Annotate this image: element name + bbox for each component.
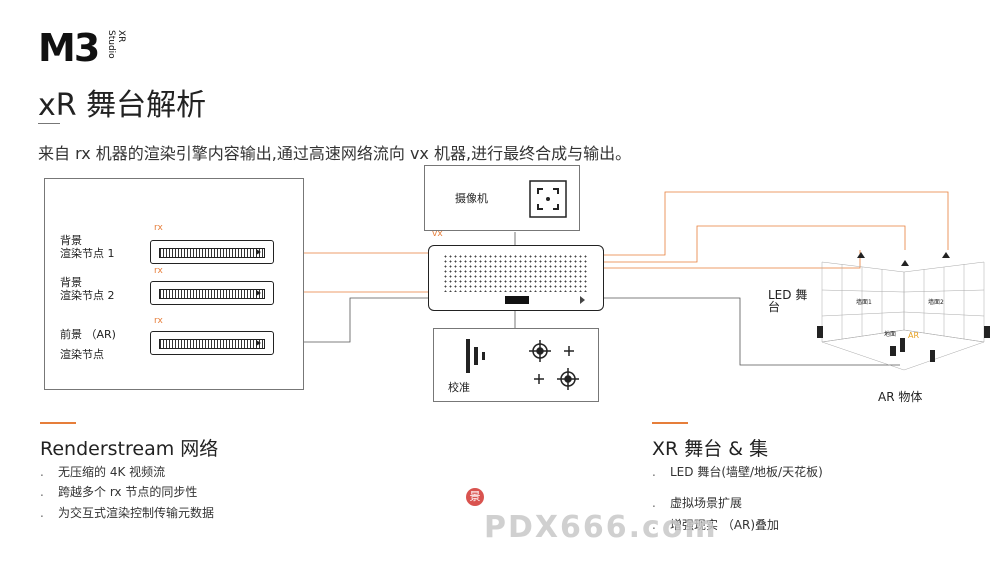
renderstream-item-2: .跨越多个 rx 节点的同步性 — [40, 485, 198, 499]
renderstream-rule — [40, 422, 76, 424]
watermark-brand: PDX666.com — [484, 510, 718, 545]
wall2-label: 墙面2 — [928, 299, 944, 306]
renderstream-item-3: .为交互式渲染控制传输元数据 — [40, 506, 215, 520]
vx-machine — [428, 245, 604, 311]
rx-tag-1: rx — [154, 223, 163, 233]
node1-label-2: 渲染节点 1 — [60, 247, 115, 260]
xr-stage-title: XR 舞台 & 集 — [652, 438, 769, 460]
render-node-3 — [150, 331, 274, 355]
node2-label-1: 背景 — [60, 276, 82, 289]
node3-label-1: 前景 （AR) — [60, 328, 116, 341]
logo: M3 XR Studio — [38, 28, 128, 68]
waveform-icon — [466, 339, 485, 373]
camera-box: 摄像机 — [424, 165, 580, 231]
calibration-label: 校准 — [448, 381, 470, 394]
renderstream-item-1: .无压缩的 4K 视频流 — [40, 465, 166, 479]
link-vx-led-b — [604, 225, 906, 263]
ar-tag: AR — [908, 331, 920, 340]
xr-stage-item-3: .增强现实 （AR)叠加 — [652, 518, 780, 532]
render-node-2 — [150, 281, 274, 305]
ar-object-label: AR 物体 — [878, 390, 923, 404]
watermark-seal: 景 — [466, 488, 484, 506]
led-stage-illustration — [817, 252, 990, 371]
page-title: xR 舞台解析 — [38, 88, 207, 123]
rx-tag-3: rx — [154, 316, 163, 326]
node2-label-2: 渲染节点 2 — [60, 289, 115, 302]
render-node-1 — [150, 240, 274, 264]
title-divider — [38, 123, 60, 124]
led-stage-label: LED 舞 台 — [768, 288, 808, 314]
xr-stage-rule — [652, 422, 688, 424]
floor-label: 地面 — [884, 331, 897, 338]
xr-stage-item-1: .LED 舞台(墙壁/地板/天花板) — [652, 465, 823, 479]
node1-label-1: 背景 — [60, 234, 82, 247]
node3-label-2: 渲染节点 — [60, 348, 104, 361]
xr-stage-item-2: .虚拟场景扩展 — [652, 496, 743, 510]
rx-tag-2: rx — [154, 266, 163, 276]
link-rx3-vx — [262, 297, 428, 343]
link-vx-led-a — [604, 191, 949, 256]
logo-subtitle: XR Studio — [106, 30, 126, 59]
crosshair-icon — [529, 340, 579, 390]
wall1-label: 墙面1 — [856, 299, 872, 306]
page-subtitle: 来自 rx 机器的渲染引擎内容输出,通过高速网络流向 vx 机器,进行最终合成与… — [38, 144, 632, 163]
camera-icon — [529, 180, 567, 218]
vx-tag: vx — [432, 229, 443, 239]
camera-label: 摄像机 — [455, 192, 488, 205]
renderstream-title: Renderstream 网络 — [40, 438, 219, 460]
calibration-box: 校准 — [433, 328, 599, 402]
logo-mark: M3 — [38, 26, 100, 70]
link-vx-ar — [604, 297, 900, 366]
